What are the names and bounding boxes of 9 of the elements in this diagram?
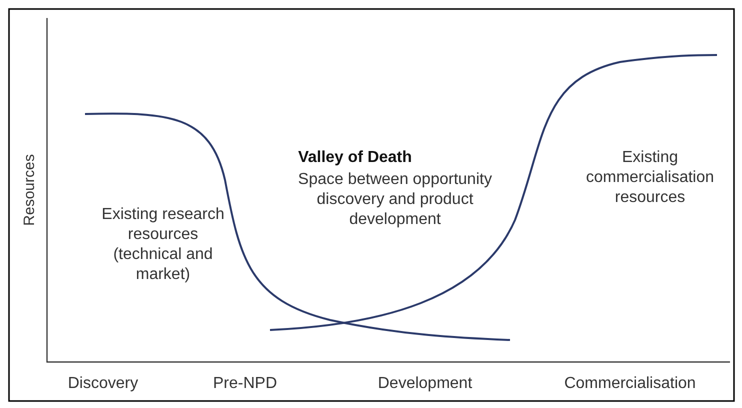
- axis-category-label: Pre-NPD: [212, 374, 278, 394]
- axis-category-label: Discovery: [66, 374, 140, 394]
- axis-title: Resources: [20, 153, 39, 228]
- description: Space between opportunity discovery and product development: [297, 170, 493, 230]
- curve-label: Existing commercialisation resources: [584, 148, 716, 208]
- curve-label: Existing research resources (technical and market): [100, 205, 226, 285]
- axis-category-label: Commercialisation: [563, 374, 697, 394]
- axis-category-label: Development: [376, 374, 474, 394]
- heading: Valley of Death: [297, 148, 413, 168]
